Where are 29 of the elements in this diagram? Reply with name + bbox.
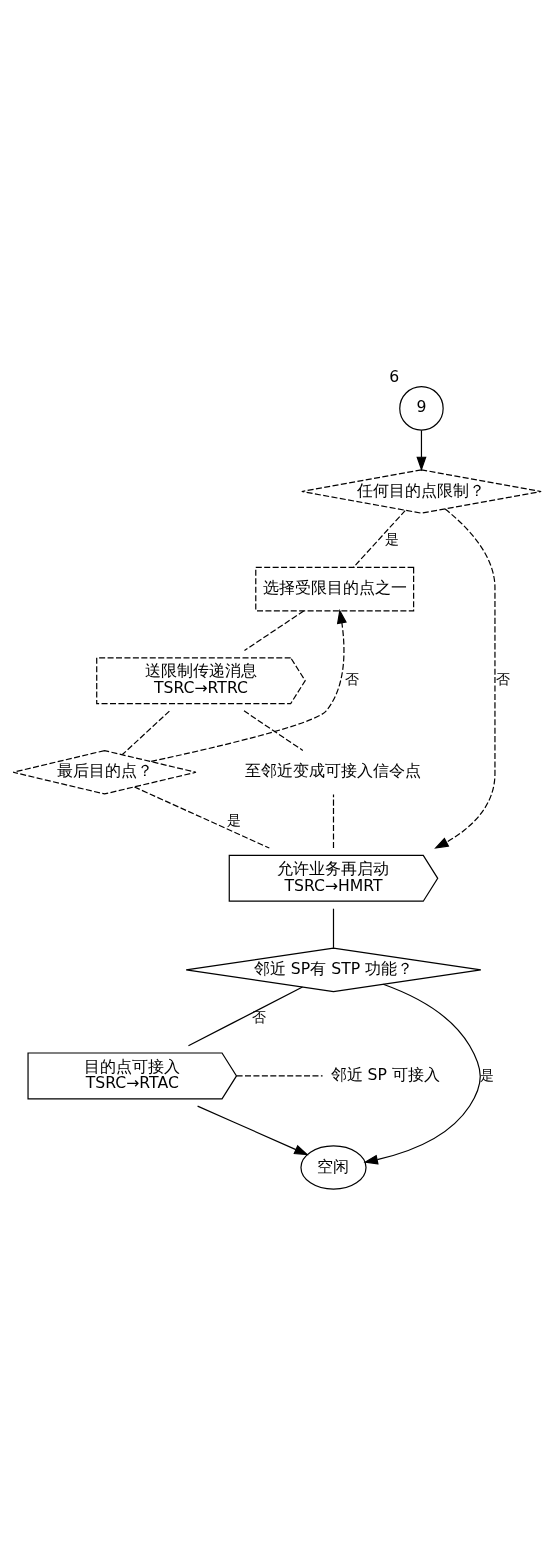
node-circle: 9 xyxy=(399,386,444,431)
arrow xyxy=(434,508,496,849)
node-text: 至邻近变成可接入信令点 xyxy=(245,761,422,781)
node-text: 邻近 SP 可接入 xyxy=(330,1065,440,1085)
connector xyxy=(332,793,335,849)
edge-label: 是 xyxy=(227,811,242,828)
arrow xyxy=(416,429,427,472)
node-diamond: 邻近 SP有 STP 功能？ xyxy=(185,947,482,993)
node-diamond: 最后目的点？ xyxy=(12,749,197,795)
arrow xyxy=(197,1105,309,1156)
arrow xyxy=(150,609,347,762)
connector xyxy=(353,510,406,568)
arrow xyxy=(363,983,481,1165)
node-ellipse: 空闲 xyxy=(300,1145,367,1190)
node-diamond: 任何目的点限制？ xyxy=(301,469,542,514)
connector xyxy=(243,710,304,752)
node-box: 选择受限目的点之一 xyxy=(255,566,415,612)
edge-label: 是 xyxy=(384,531,399,548)
connector xyxy=(332,908,335,949)
node-label: 6 xyxy=(389,367,400,387)
edge-label: 否 xyxy=(252,1009,267,1026)
connector xyxy=(235,1075,324,1077)
edge-label: 否 xyxy=(495,671,510,688)
edge-label: 是 xyxy=(480,1066,495,1083)
connector xyxy=(133,786,270,849)
connector xyxy=(243,610,305,652)
edge-label: 否 xyxy=(345,671,360,688)
connector xyxy=(187,986,304,1047)
connector xyxy=(121,710,170,756)
